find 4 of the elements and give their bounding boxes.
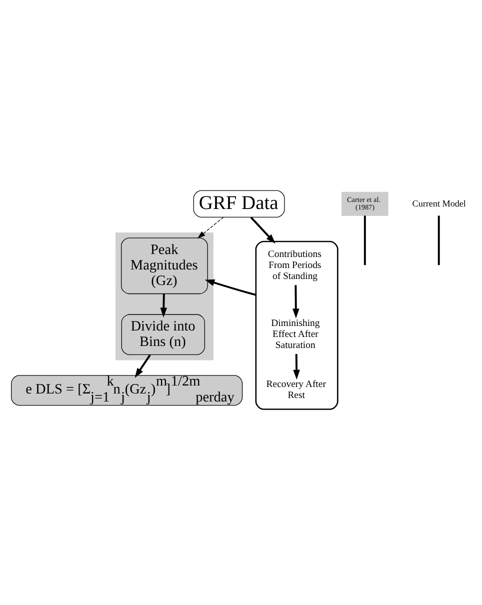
node-text: Recovery After Rest [266, 379, 326, 402]
node-text: Diminishing Effect After Saturation [271, 318, 320, 351]
node-text: Contributions From Periods of Standing [268, 249, 322, 282]
node-text: Current Model [412, 198, 466, 208]
